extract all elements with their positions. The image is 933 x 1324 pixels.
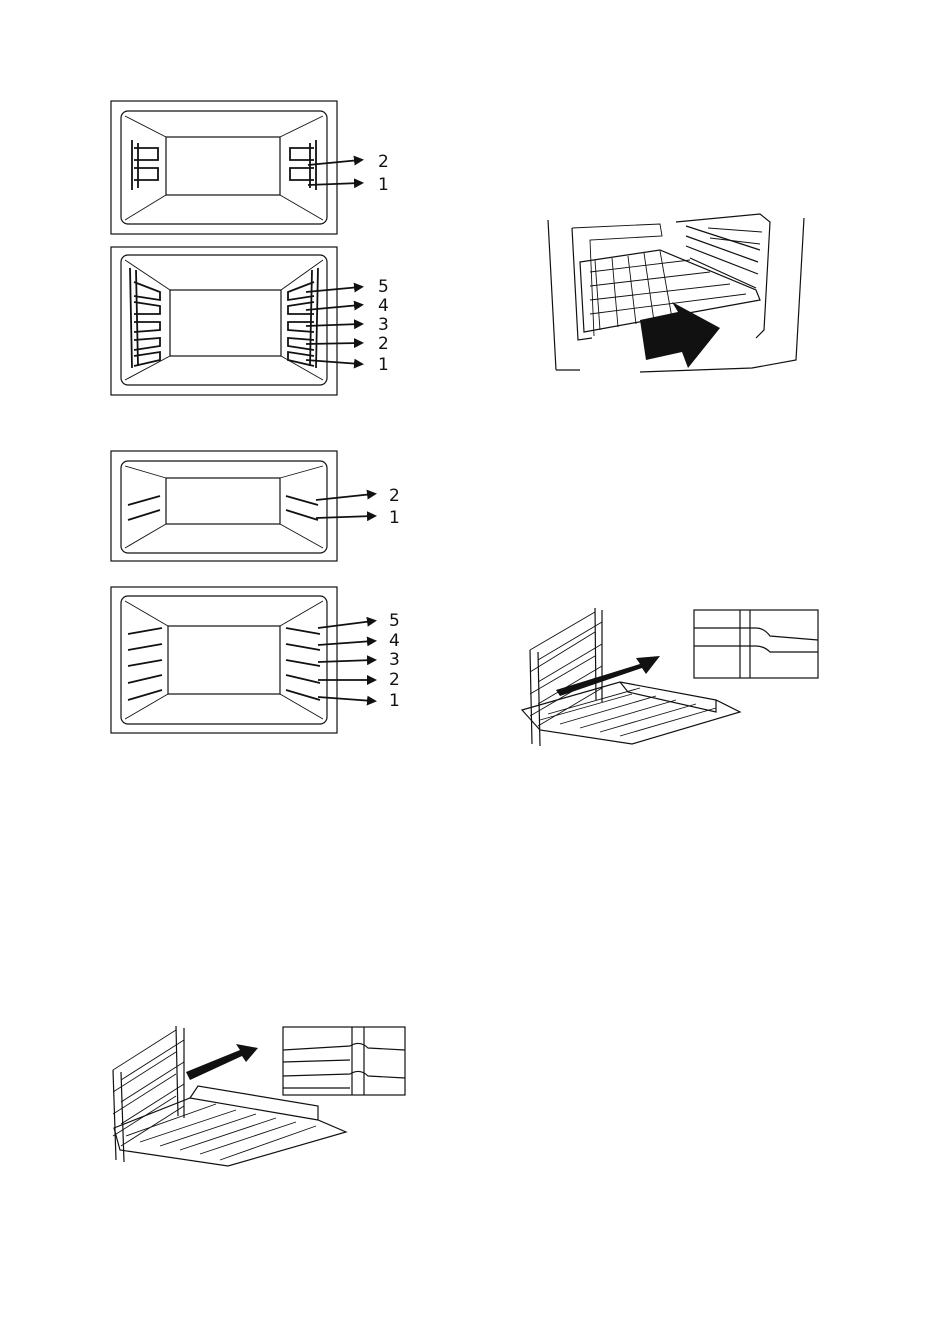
level-label-1: 1: [389, 508, 400, 528]
level-label-5: 5: [389, 611, 400, 631]
oven-cavity-outline: [111, 587, 337, 733]
oven-cavity-inner: [121, 461, 327, 553]
oven-back-wall: [166, 478, 280, 524]
level-label-2: 2: [389, 670, 400, 690]
left-shelf-runner: [132, 140, 158, 190]
detail-inset: [283, 1027, 405, 1095]
slide-arrow: [186, 1044, 258, 1080]
level-arrows-embossed-2: 2 1: [316, 486, 400, 528]
level-arrows-wire-5: 5 4 3 2 1: [306, 277, 389, 375]
oven-back-wall: [168, 626, 280, 694]
push-arrow: [640, 302, 720, 368]
detail-inset: [694, 610, 818, 678]
left-embossed-runner: [128, 628, 162, 700]
level-label-2: 2: [378, 334, 389, 354]
shelf-insertion-illustration: [548, 214, 804, 372]
level-label-1: 1: [389, 691, 400, 711]
oven-diagram-wire-runners-5-levels: [111, 247, 337, 395]
left-shelf-runner: [130, 268, 160, 368]
level-label-1: 1: [378, 175, 389, 195]
level-label-2: 2: [389, 486, 400, 506]
level-label-3: 3: [378, 315, 389, 335]
oven-cavity-inner: [121, 596, 327, 724]
right-embossed-runner: [286, 628, 320, 700]
oven-cavity-outline: [111, 451, 337, 561]
oven-diagram-embossed-runners-2-levels: [111, 451, 337, 561]
level-label-5: 5: [378, 277, 389, 297]
side-runner-frame: [530, 608, 602, 746]
level-label-2: 2: [378, 152, 389, 172]
oven-back-wall: [170, 290, 281, 356]
right-embossed-runner: [286, 496, 318, 520]
oven-back-wall: [166, 137, 280, 195]
shelf-placement-illustration-left: [113, 1026, 405, 1166]
oven-cavity-outline: [111, 247, 337, 395]
level-label-4: 4: [389, 631, 400, 651]
oven-diagram-embossed-runners-5-levels: [111, 587, 337, 733]
left-embossed-runner: [128, 496, 160, 520]
shelf-placement-illustration-right: [522, 608, 818, 746]
level-arrows-wire-2: 2 1: [308, 152, 389, 195]
level-label-3: 3: [389, 650, 400, 670]
oven-diagram-wire-runners-2-levels: [111, 101, 337, 234]
level-arrows-embossed-5: 5 4 3 2 1: [318, 611, 400, 711]
wire-shelf: [114, 1086, 346, 1166]
wire-shelf: [522, 682, 740, 744]
right-shelf-runner: [288, 268, 318, 368]
level-label-1: 1: [378, 355, 389, 375]
level-label-4: 4: [378, 296, 389, 316]
